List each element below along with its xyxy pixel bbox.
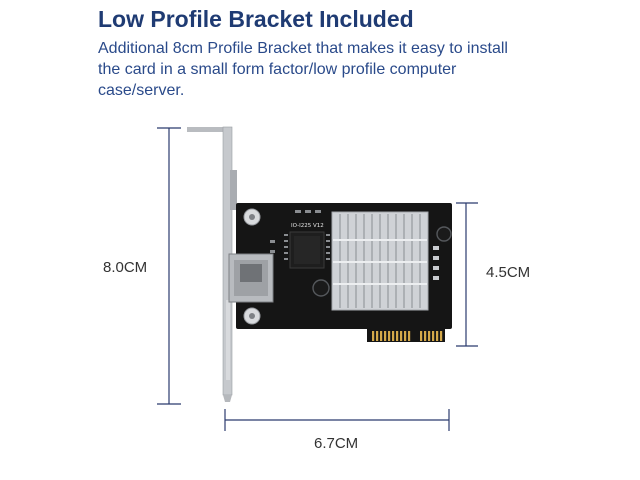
controller-chip [289,231,325,269]
dimension-lines [157,127,478,431]
capacitors [312,226,452,297]
card-width-label: 6.7CM [314,435,359,452]
card-height-label: 4.5CM [486,264,531,281]
page-title: Low Profile Bracket Included [98,6,414,32]
rj45-port [228,253,274,303]
description: Additional 8cm Profile Bracket that make… [98,38,618,101]
description-line: the card in a small form factor/low prof… [98,61,457,78]
description-line: Additional 8cm Profile Bracket that make… [98,40,508,57]
heatsink [331,211,429,311]
led-indicators [433,246,439,280]
pcb-components [270,210,330,260]
description-line: case/server. [98,82,185,99]
gold-contacts [372,331,443,341]
screw-holes [243,208,261,325]
pcb-label: IO-I225 V12 [291,223,324,229]
bracket-height-label: 8.0CM [103,259,148,276]
